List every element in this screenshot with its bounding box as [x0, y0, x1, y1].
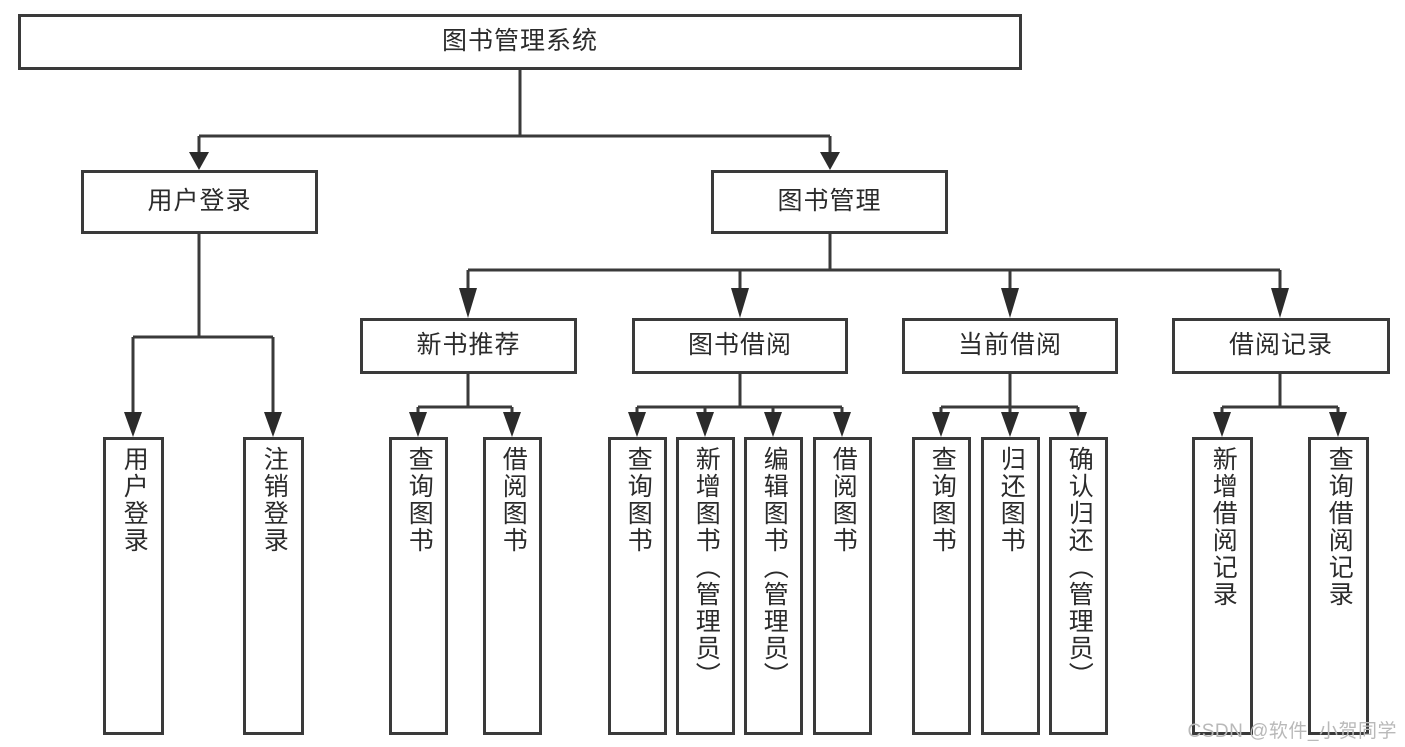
node-label: 编辑图书（管理员）: [760, 446, 789, 689]
node-root-system[interactable]: 图书管理系统: [18, 14, 1022, 70]
node-label: 图书管理: [777, 187, 882, 216]
node-book-management[interactable]: 图书管理: [711, 170, 948, 234]
node-label: 用户登录: [147, 187, 252, 216]
leaf-borrow-edit-book[interactable]: 编辑图书（管理员）: [744, 437, 803, 735]
node-label: 确认归还（管理员）: [1065, 446, 1094, 689]
node-current-borrow[interactable]: 当前借阅: [902, 318, 1118, 374]
leaf-current-return-book[interactable]: 归还图书: [981, 437, 1040, 735]
leaf-current-query-book[interactable]: 查询图书: [912, 437, 971, 735]
node-user-login[interactable]: 用户登录: [81, 170, 318, 234]
leaf-current-confirm-return[interactable]: 确认归还（管理员）: [1049, 437, 1108, 735]
node-label: 借阅记录: [1228, 331, 1333, 360]
node-borrow-record[interactable]: 借阅记录: [1172, 318, 1390, 374]
leaf-borrow-add-book[interactable]: 新增图书（管理员）: [676, 437, 735, 735]
node-label: 借阅图书: [499, 446, 528, 554]
leaf-user-login-signout[interactable]: 注销登录: [243, 437, 304, 735]
node-label: 查询借阅记录: [1325, 446, 1354, 608]
node-label: 新增图书（管理员）: [692, 446, 721, 689]
node-label: 当前借阅: [957, 331, 1062, 360]
leaf-borrow-query-book[interactable]: 查询图书: [608, 437, 667, 735]
node-label: 查询图书: [928, 446, 957, 554]
node-label: 查询图书: [405, 446, 434, 554]
leaf-new-book-query[interactable]: 查询图书: [389, 437, 448, 735]
node-label: 借阅图书: [829, 446, 858, 554]
leaf-new-book-borrow[interactable]: 借阅图书: [483, 437, 542, 735]
node-new-book-recommend[interactable]: 新书推荐: [360, 318, 577, 374]
node-label: 用户登录: [120, 446, 149, 554]
node-label: 归还图书: [997, 446, 1026, 554]
leaf-borrow-borrow-book[interactable]: 借阅图书: [813, 437, 872, 735]
node-label: 图书管理系统: [441, 27, 598, 56]
node-label: 新增借阅记录: [1209, 446, 1238, 608]
node-label: 图书借阅: [687, 331, 792, 360]
node-book-borrow[interactable]: 图书借阅: [632, 318, 848, 374]
leaf-record-query[interactable]: 查询借阅记录: [1308, 437, 1369, 735]
leaf-user-login-signin[interactable]: 用户登录: [103, 437, 164, 735]
leaf-record-add[interactable]: 新增借阅记录: [1192, 437, 1253, 735]
node-label: 注销登录: [260, 446, 289, 554]
node-label: 新书推荐: [416, 331, 521, 360]
watermark-text: CSDN @软件_小贺同学: [1187, 721, 1397, 742]
node-label: 查询图书: [624, 446, 653, 554]
